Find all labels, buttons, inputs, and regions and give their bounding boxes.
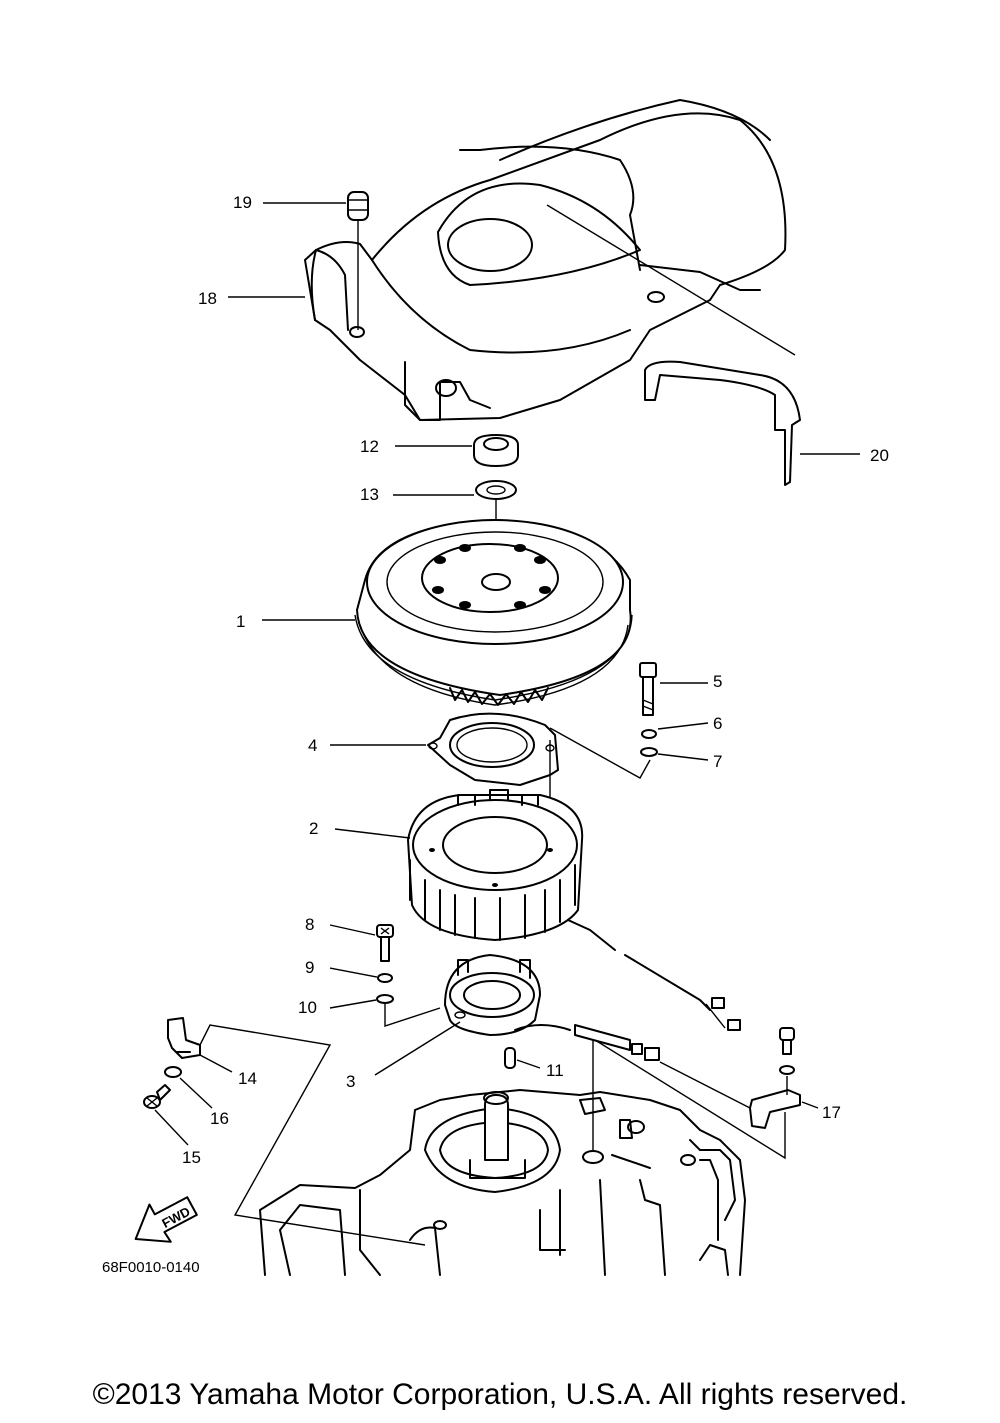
callout-18: 18 <box>198 289 217 308</box>
grommet-part-19[interactable] <box>347 191 369 330</box>
pulser-coil-part-3[interactable] <box>444 954 660 1061</box>
bracket-part-17[interactable] <box>594 1027 801 1160</box>
callout-17: 17 <box>822 1103 841 1122</box>
nut-part-12[interactable] <box>473 434 519 467</box>
key-part-11[interactable] <box>504 1047 516 1069</box>
callout-1: 1 <box>236 612 245 631</box>
callout-2: 2 <box>309 819 318 838</box>
spring-washer-part-9[interactable] <box>377 973 393 983</box>
forward-direction-arrow: FWD <box>134 1196 198 1243</box>
bolt-part-5[interactable] <box>639 662 657 716</box>
callout-15: 15 <box>182 1148 201 1167</box>
callout-20: 20 <box>870 446 889 465</box>
callout-19: 19 <box>233 193 252 212</box>
callout-12: 12 <box>360 437 379 456</box>
powerhead-block <box>259 1040 746 1276</box>
plate-part-4[interactable] <box>427 712 651 860</box>
callout-13: 13 <box>360 485 379 504</box>
flywheel-cover-part-18[interactable] <box>304 99 787 421</box>
callout-11: 11 <box>546 1061 564 1080</box>
washer-part-10[interactable] <box>376 994 441 1027</box>
callout-4: 4 <box>308 736 317 755</box>
screw-part-8[interactable] <box>376 924 394 962</box>
callout-14: 14 <box>238 1069 257 1088</box>
washer-part-16[interactable] <box>164 1066 182 1078</box>
washer-part-13[interactable] <box>475 480 517 575</box>
washer-part-7[interactable] <box>640 747 658 757</box>
callout-7: 7 <box>713 752 722 771</box>
callout-5: 5 <box>713 672 722 691</box>
callout-16: 16 <box>210 1109 229 1128</box>
callout-10: 10 <box>298 998 317 1017</box>
callout-9: 9 <box>305 958 314 977</box>
copyright-notice: ©2013 Yamaha Motor Corporation, U.S.A. A… <box>92 1378 908 1411</box>
stator-part-2[interactable] <box>407 789 741 1031</box>
seal-part-20[interactable] <box>546 204 801 486</box>
callout-8: 8 <box>305 915 314 934</box>
screw-part-15[interactable] <box>143 1084 171 1109</box>
diagram-code: 68F0010-0140 <box>102 1259 200 1276</box>
callout-6: 6 <box>713 714 722 733</box>
spring-washer-part-6[interactable] <box>641 729 657 739</box>
flywheel-part-1[interactable] <box>354 519 633 706</box>
callout-3: 3 <box>346 1072 355 1091</box>
